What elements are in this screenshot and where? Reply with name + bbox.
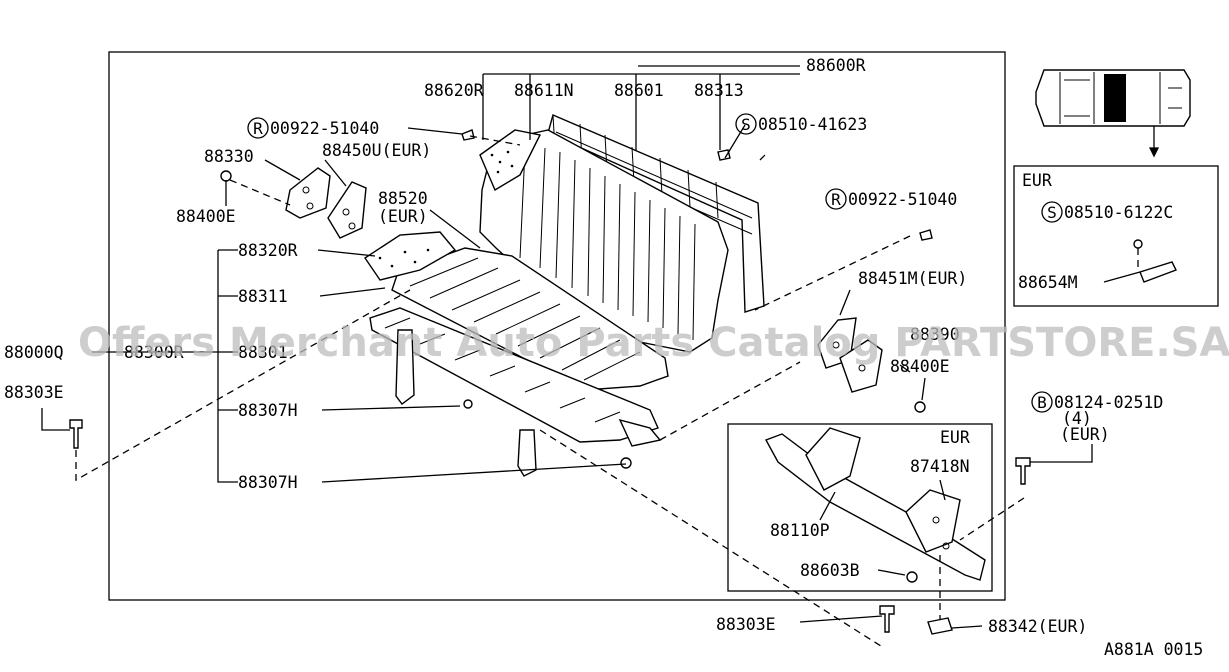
bolt-drawings bbox=[69, 129, 1031, 635]
label-88451M[interactable]: 88451M(EUR) bbox=[858, 269, 967, 288]
label-88303E-bottom[interactable]: 88303E bbox=[716, 615, 776, 634]
label-08124-eur: (EUR) bbox=[1060, 425, 1110, 444]
label-08124-0251D[interactable]: 08124-0251D bbox=[1054, 393, 1163, 412]
label-88601[interactable]: 88601 bbox=[614, 81, 664, 100]
diagram-id: A881A 0015 bbox=[1104, 640, 1203, 659]
label-eur-inset: EUR bbox=[1022, 171, 1052, 190]
seat-back-cushion-drawing bbox=[479, 129, 729, 353]
label-88307H-a[interactable]: 88307H bbox=[238, 401, 298, 420]
seat-cushion-drawing bbox=[364, 231, 669, 391]
label-88611N[interactable]: 88611N bbox=[514, 81, 574, 100]
label-88320R[interactable]: 88320R bbox=[238, 241, 298, 260]
label-88600R[interactable]: 88600R bbox=[806, 56, 866, 75]
vehicle-top-view-icon[interactable] bbox=[1035, 69, 1191, 127]
hinge-bracket-left-drawing bbox=[220, 167, 367, 239]
label-88603B[interactable]: 88603B bbox=[800, 561, 860, 580]
eur-subframe bbox=[727, 423, 993, 592]
label-08124-qty: (4) bbox=[1062, 409, 1092, 428]
label-88307H-b[interactable]: 88307H bbox=[238, 473, 298, 492]
label-88620R[interactable]: 88620R bbox=[424, 81, 484, 100]
part-labels: 88600R 88620R 88611N 88601 88313 00922-5… bbox=[4, 56, 1203, 659]
label-88520-eur: (EUR) bbox=[378, 207, 428, 226]
label-88342[interactable]: 88342(EUR) bbox=[988, 617, 1087, 636]
inset-clip-drawing bbox=[1133, 239, 1177, 283]
leader-lines bbox=[41, 65, 1160, 629]
label-88400E-right[interactable]: 88400E bbox=[890, 357, 950, 376]
svg-text:R: R bbox=[253, 119, 263, 138]
label-88313[interactable]: 88313 bbox=[694, 81, 744, 100]
label-00922-51040-right[interactable]: 00922-51040 bbox=[848, 190, 957, 209]
hinge-bracket-right-drawing bbox=[817, 317, 926, 413]
label-88400E-left[interactable]: 88400E bbox=[176, 207, 236, 226]
label-88330[interactable]: 88330 bbox=[204, 147, 254, 166]
symbol-s-icon-inset: S bbox=[1041, 201, 1063, 223]
label-88311[interactable]: 88311 bbox=[238, 287, 288, 306]
svg-text:S: S bbox=[1047, 203, 1057, 222]
label-87418N[interactable]: 87418N bbox=[910, 457, 970, 476]
label-08510-6122C[interactable]: 08510-6122C bbox=[1064, 203, 1173, 222]
symbol-b-icon: B bbox=[1031, 391, 1053, 413]
inset-frame bbox=[1013, 165, 1219, 307]
label-88301[interactable]: 88301 bbox=[238, 343, 288, 362]
label-88110P[interactable]: 88110P bbox=[770, 521, 830, 540]
label-88000Q[interactable]: 88000Q bbox=[4, 343, 64, 362]
svg-text:R: R bbox=[831, 190, 841, 209]
seat-frame-drawing bbox=[369, 307, 662, 477]
dashed-guides bbox=[75, 135, 1139, 649]
eur-bracket-drawing bbox=[764, 427, 986, 583]
label-88303E-left[interactable]: 88303E bbox=[4, 383, 64, 402]
label-88450U[interactable]: 88450U(EUR) bbox=[322, 141, 431, 160]
label-08510-41623[interactable]: 08510-41623 bbox=[758, 115, 867, 134]
label-88520[interactable]: 88520 bbox=[378, 189, 428, 208]
main-frame bbox=[108, 51, 1006, 601]
symbol-r-icon-top: R bbox=[247, 117, 269, 139]
svg-text:B: B bbox=[1037, 393, 1047, 412]
svg-text:S: S bbox=[741, 115, 751, 134]
symbol-s-icon-top: S bbox=[735, 113, 757, 135]
watermark: Offers Merchant Auto Parts Catalog PARTS… bbox=[78, 320, 1229, 366]
label-eur-subbox: EUR bbox=[940, 428, 970, 447]
symbol-r-icon-right: R bbox=[825, 188, 847, 210]
label-88390[interactable]: 88390 bbox=[910, 325, 960, 344]
label-88654M[interactable]: 88654M bbox=[1018, 273, 1078, 292]
label-00922-51040-top[interactable]: 00922-51040 bbox=[270, 119, 379, 138]
label-88300R[interactable]: 88300R bbox=[124, 343, 184, 362]
